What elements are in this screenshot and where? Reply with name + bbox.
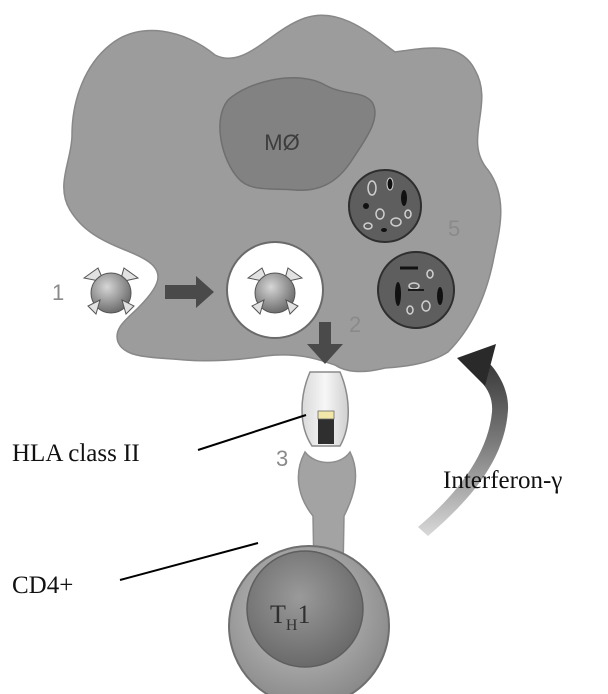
- step-3-label: 3: [276, 446, 288, 471]
- cd4-label: CD4+: [12, 572, 73, 599]
- th1-label-main: T: [270, 600, 286, 629]
- th1-label-tail: 1: [297, 600, 310, 629]
- phagosome: [227, 242, 323, 338]
- cd4-callout-line: [120, 543, 258, 580]
- hla-class-ii-molecule: [302, 372, 348, 446]
- vesicle-lower: [378, 252, 454, 328]
- step-5-label: 5: [448, 216, 460, 241]
- th1-label-subscript: H: [286, 617, 298, 634]
- vesicle-upper: [349, 170, 421, 242]
- hla-callout-line: [198, 415, 306, 450]
- hla-label: HLA class II: [12, 440, 140, 467]
- bacterium-free: [84, 268, 138, 314]
- interferon-arrow-shaft: [418, 364, 508, 536]
- macrophage-label: MØ: [264, 130, 299, 155]
- step-2-label: 2: [349, 312, 361, 337]
- interferon-label: Interferon-γ: [443, 467, 562, 494]
- step-1-label: 1: [52, 280, 64, 305]
